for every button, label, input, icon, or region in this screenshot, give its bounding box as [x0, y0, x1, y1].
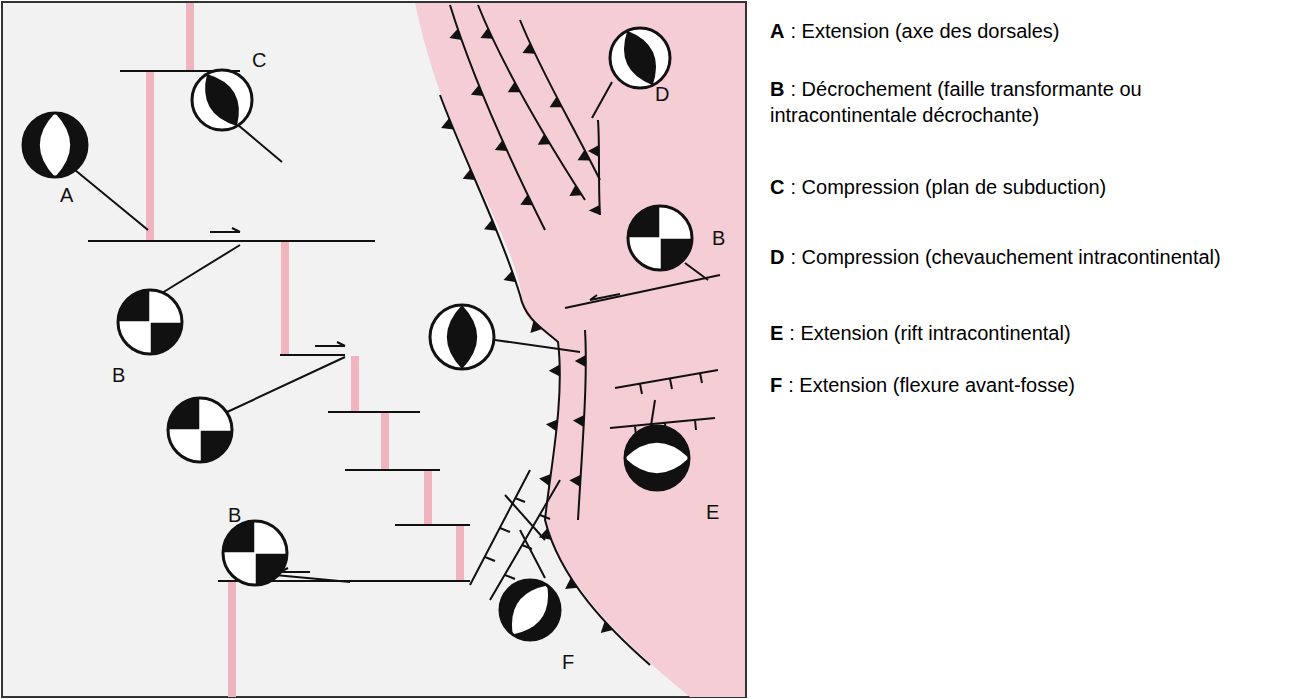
legend-letter: C [770, 176, 784, 198]
thrust-tooth [546, 419, 558, 431]
map-stroke [430, 305, 494, 369]
map-stroke [23, 113, 87, 177]
transform-faults [88, 71, 720, 581]
legend-row: B: Décrochement (faille transformante ou… [770, 76, 1290, 128]
focal-mechanisms [23, 25, 692, 643]
map-stroke [254, 521, 256, 585]
beach-ball [430, 305, 494, 369]
map-stroke [23, 113, 87, 177]
thrust-tooth [530, 321, 542, 333]
map-stroke [610, 28, 670, 88]
thrust-tooth [539, 474, 551, 486]
legend-text: : Compression (chevauchement intracontin… [790, 246, 1220, 268]
map-stroke [500, 580, 560, 640]
thrust-tooth [601, 621, 613, 633]
thrust-tooth [504, 271, 516, 282]
leader-lines [75, 82, 708, 582]
thrust-tooth [508, 82, 521, 93]
beach-ball [23, 113, 87, 177]
map-stroke [149, 290, 151, 354]
legend-row: F : Extension (flexure avant-fosse) [770, 372, 1290, 398]
thrust-tooth [495, 140, 507, 151]
map-stroke [625, 426, 689, 490]
beach-ball [628, 206, 692, 270]
thrust-tooth [569, 185, 582, 196]
callout-letter: D [655, 84, 669, 104]
map-stroke [118, 290, 182, 354]
legend-text: : Extension (rift intracontinental) [789, 322, 1070, 344]
thrust-tooth [550, 97, 563, 108]
map-stroke [199, 398, 201, 462]
map-stroke [168, 398, 232, 462]
legend-letter: A [770, 20, 784, 42]
legend-letter: D [770, 246, 784, 268]
beach-ball [625, 426, 689, 490]
map-frame [2, 2, 746, 697]
map-stroke [659, 206, 661, 270]
thrust-tooth [522, 43, 535, 54]
legend-row: C : Compression (plan de subduction) [770, 174, 1290, 200]
map-stroke [447, 305, 477, 369]
legend-text: : Extension (flexure avant-fosse) [788, 374, 1075, 396]
map-stroke [223, 521, 287, 585]
thrust-tooth [565, 578, 577, 589]
callout-letter: E [706, 502, 719, 522]
map-stroke [628, 206, 692, 270]
legend-text: : Décrochement (faille transformante ou … [770, 78, 1142, 126]
legend-row: E : Extension (rift intracontinental) [770, 320, 1290, 346]
legend-letter: B [770, 78, 784, 100]
map-stroke [168, 398, 232, 462]
callout-letter: B [228, 505, 241, 525]
thrust-faults [440, 5, 650, 665]
thrust-tooth [471, 85, 483, 96]
ridge-segments [146, 3, 464, 697]
legend-letter: F [770, 374, 782, 396]
beach-ball [223, 521, 287, 585]
normal-faults [470, 370, 718, 600]
thrust-tooth [588, 145, 599, 157]
callout-letter: B [712, 228, 725, 248]
map-stroke [40, 113, 70, 177]
map-stroke [625, 426, 689, 490]
beach-ball [610, 25, 670, 91]
beach-ball [168, 398, 232, 462]
callout-letter: B [112, 365, 125, 385]
thrust-tooth [538, 134, 551, 145]
thrust-tooth [463, 169, 475, 180]
thrust-tooth [484, 220, 496, 231]
thrust-tooth [480, 28, 493, 39]
map-stroke [430, 305, 494, 369]
map-stroke [628, 206, 692, 270]
map-stroke [118, 290, 182, 354]
beach-ball [500, 577, 560, 642]
legend-text: : Compression (plan de subduction) [790, 176, 1106, 198]
callout-letter: C [252, 50, 266, 70]
legend-letter: E [770, 322, 783, 344]
beach-ball [118, 290, 182, 354]
callout-letter: F [562, 652, 574, 672]
map-stroke [625, 443, 689, 473]
thrust-tooth [573, 415, 584, 427]
legend-row: D : Compression (chevauchement intraconti… [770, 244, 1290, 270]
thrust-tooth [441, 118, 453, 129]
thrust-tooth [569, 475, 580, 487]
continent [415, 3, 745, 697]
thrust-tooth [520, 195, 533, 206]
legend-text: : Extension (axe des dorsales) [790, 20, 1059, 42]
map-stroke [192, 70, 252, 130]
beach-ball [192, 67, 252, 133]
thrust-tooth [549, 365, 560, 377]
legend-row: A : Extension (axe des dorsales) [770, 18, 1290, 44]
callout-letter: A [60, 185, 73, 205]
thrust-tooth [589, 205, 600, 215]
thrust-tooth [575, 355, 586, 367]
map-stroke [223, 521, 287, 585]
thrust-tooth [578, 150, 591, 161]
thrust-tooth [449, 29, 461, 40]
